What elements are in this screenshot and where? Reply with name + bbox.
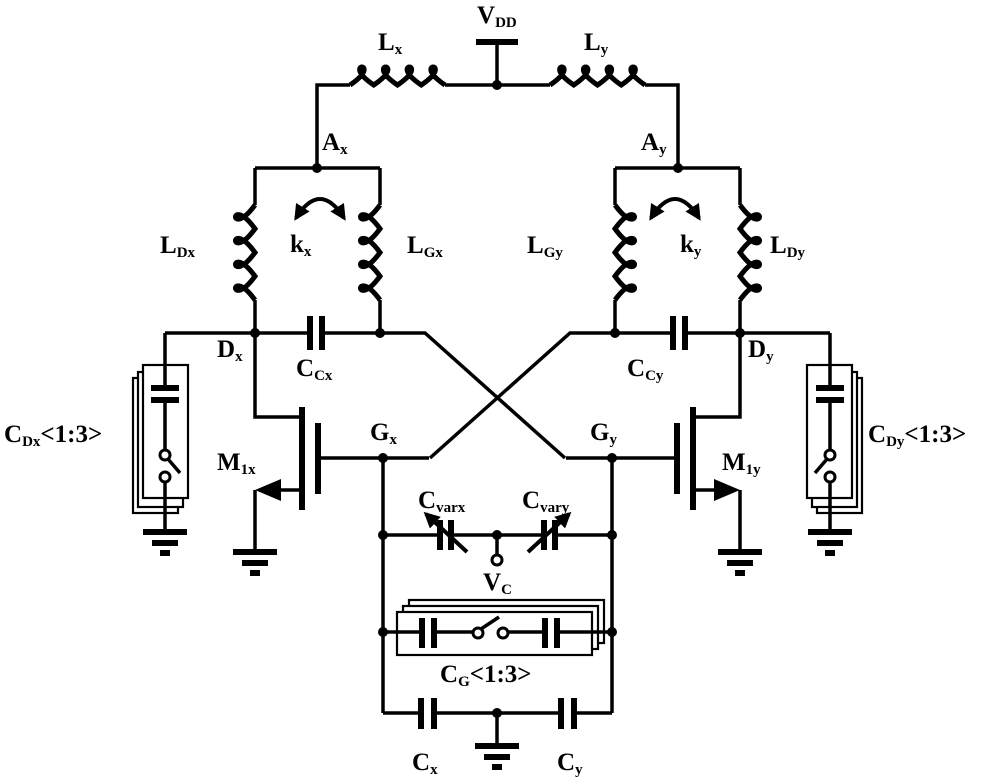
inductor-ldx xyxy=(233,203,259,302)
label-cg: CG<1:3> xyxy=(440,661,532,690)
capacitor-bank-cdx xyxy=(131,333,188,553)
label-cx: Cx xyxy=(412,749,438,778)
label-kx: kx xyxy=(290,231,312,260)
label-vdd: VDD xyxy=(477,2,517,31)
label-lgy: LGy xyxy=(527,232,563,261)
label-cvary: Cvary xyxy=(522,487,570,516)
coupling-arrow-kx xyxy=(294,197,346,221)
label-ax: Ax xyxy=(322,129,348,158)
label-dy: Dy xyxy=(748,336,774,365)
label-m1x: M1x xyxy=(217,449,256,478)
inductor-lgx xyxy=(358,203,384,302)
label-cy: Cy xyxy=(557,749,583,778)
label-lgx: LGx xyxy=(407,232,443,261)
label-vc: VC xyxy=(483,569,512,598)
vc-terminal xyxy=(490,530,504,567)
label-cdx: CDx<1:3> xyxy=(4,421,102,450)
ground-center xyxy=(475,708,519,767)
label-ay: Ay xyxy=(641,129,667,158)
label-gy: Gy xyxy=(590,419,617,448)
label-gx: Gx xyxy=(370,419,397,448)
label-ldx: LDx xyxy=(160,232,196,261)
label-ky: ky xyxy=(680,231,702,260)
varactor-cvarx xyxy=(423,511,469,554)
label-dx: Dx xyxy=(217,336,243,365)
left-half-circuit xyxy=(131,64,567,729)
label-m1y: M1y xyxy=(722,449,761,478)
capacitor-bank-cg xyxy=(383,598,612,657)
label-ldy: LDy xyxy=(770,232,806,261)
label-cdy: CDy<1:3> xyxy=(868,421,966,450)
transistor-m1x xyxy=(233,333,429,573)
label-cvarx: Cvarx xyxy=(418,487,466,516)
label-ccx: CCx xyxy=(296,355,333,384)
label-ccy: CCy xyxy=(627,355,664,384)
label-ly: Ly xyxy=(584,29,609,58)
labels: VDD Lx Ly Ax Ay LDx kx LGx LGy ky LDy Dx… xyxy=(4,2,966,778)
inductor-lx xyxy=(348,64,447,89)
label-lx: Lx xyxy=(378,29,403,58)
vdd-supply xyxy=(476,39,518,90)
